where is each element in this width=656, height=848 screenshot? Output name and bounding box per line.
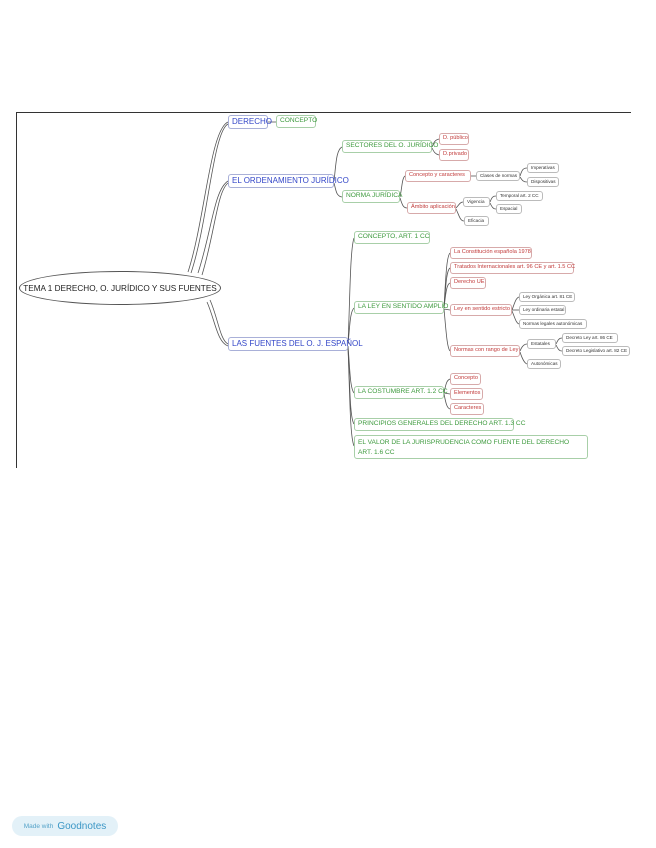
node-cost-concepto: Concepto bbox=[450, 373, 481, 385]
node-ley: LA LEY EN SENTIDO AMPLIO bbox=[354, 301, 448, 314]
link-cost-conc bbox=[443, 378, 451, 394]
link-vig-temp bbox=[489, 195, 497, 203]
link-ambito-vig bbox=[455, 201, 464, 209]
node-principios: PRINCIPIOS GENERALES DEL DERECHO ART. 1.… bbox=[354, 418, 525, 431]
badge-prefix: Made with bbox=[23, 822, 54, 830]
node-costumbre: LA COSTUMBRE ART. 1.2 CC bbox=[354, 386, 448, 399]
node-sectores: SECTORES DEL O. JURÍDICO bbox=[342, 140, 438, 153]
badge-brand: Goodnotes bbox=[57, 820, 107, 832]
node-derecho-concepto: CONCEPTO bbox=[276, 115, 317, 128]
node-fuentes: LAS FUENTES DEL O. J. ESPAÑOL bbox=[228, 337, 363, 351]
link-ley-rango bbox=[443, 308, 451, 352]
node-dispositivas: Dispositivas bbox=[527, 177, 559, 187]
link-sect-pub bbox=[431, 138, 440, 148]
node-ambito: Ámbito aplicación bbox=[407, 202, 456, 214]
link-root-derecho-2 bbox=[190, 123, 229, 274]
link-ord-sectores bbox=[333, 146, 343, 182]
node-imperativas: Imperativas bbox=[527, 163, 559, 173]
node-cost-caracteres: Caracteres bbox=[450, 403, 484, 415]
link-fuentes-ley bbox=[347, 307, 355, 345]
link-clases-disp bbox=[519, 176, 528, 183]
node-derecho-ue: Derecho UE bbox=[450, 277, 486, 289]
node-estricto: Ley en sentido estricto bbox=[450, 304, 512, 316]
node-vigencia: Vigencia bbox=[463, 197, 490, 207]
link-ley-estricto bbox=[443, 308, 451, 311]
link-norma-ambito bbox=[399, 197, 408, 209]
link-ley-ue bbox=[443, 282, 451, 309]
link-fuentes-trunk bbox=[347, 237, 355, 345]
node-ordenamiento: EL ORDENAMIENTO JURÍDICO bbox=[228, 174, 349, 188]
node-temporal: Temporal art. 2 CC bbox=[496, 191, 543, 201]
link-est-dleg bbox=[555, 344, 563, 352]
node-decreto-legislativo: Decreto Legislativo art. 82 CE bbox=[562, 346, 630, 356]
node-norma: NORMA JURÍDICA bbox=[342, 190, 402, 203]
link-sect-priv bbox=[431, 147, 440, 156]
node-autonomicas2: Autonómicas bbox=[527, 359, 561, 369]
node-eficacia: Eficacia bbox=[464, 216, 489, 226]
node-fuentes-concepto: CONCEPTO, ART. 1 CC bbox=[354, 231, 430, 244]
link-vig-esp bbox=[489, 202, 497, 210]
link-rango-est bbox=[519, 343, 528, 352]
node-decreto-ley: Decreto Ley art. 86 CE bbox=[562, 333, 618, 343]
link-root-fuentes bbox=[209, 299, 229, 345]
node-cost-elementos: Elementos bbox=[450, 388, 483, 400]
link-ambito-efic bbox=[455, 208, 465, 222]
link-estr-org bbox=[511, 296, 520, 311]
link-fuentes-juris bbox=[347, 346, 355, 447]
node-clases: Clases de normas bbox=[476, 171, 520, 181]
link-cost-car bbox=[443, 393, 451, 410]
node-jurisprudencia: EL VALOR DE LA JURISPRUDENCIA COMO FUENT… bbox=[354, 435, 588, 459]
link-root-fuentes-2 bbox=[206, 301, 229, 347]
node-rango: Normas con rango de Ley bbox=[450, 345, 520, 357]
node-privado: D.privado bbox=[439, 149, 469, 161]
link-root-derecho bbox=[187, 121, 229, 273]
link-est-dl bbox=[555, 337, 563, 345]
node-organica: Ley Orgánica art. 81 CE bbox=[519, 292, 575, 302]
node-espacial: Espacial bbox=[496, 204, 522, 214]
node-derecho: DERECHO bbox=[228, 115, 272, 129]
goodnotes-badge[interactable]: Made with Goodnotes bbox=[12, 816, 118, 836]
link-estr-aut bbox=[511, 310, 520, 325]
root-node: TEMA 1 DERECHO, O. JURÍDICO Y SUS FUENTE… bbox=[19, 271, 221, 305]
link-ord-norma bbox=[333, 182, 343, 198]
canvas-frame bbox=[16, 112, 631, 468]
node-autonomicas: Normas legales autonómicas bbox=[519, 319, 587, 329]
node-publico: D. público bbox=[439, 133, 469, 145]
node-ordinaria: Ley ordinaria estatal bbox=[519, 305, 566, 315]
link-clases-imp bbox=[519, 167, 528, 177]
link-cost-elem bbox=[443, 392, 451, 395]
link-rango-aut bbox=[519, 351, 528, 365]
node-tratados: Tratados Internacionales art. 96 CE y ar… bbox=[450, 262, 575, 274]
link-norma-concepto bbox=[399, 175, 406, 198]
node-constitucion: La Constitución española 1978 bbox=[450, 247, 532, 259]
node-norma-concepto: Concepto y caracteres bbox=[405, 170, 471, 182]
node-estatales: Estatales bbox=[527, 339, 556, 349]
link-root-ordenamiento bbox=[197, 180, 229, 274]
link-root-ordenamiento-2 bbox=[201, 182, 229, 276]
